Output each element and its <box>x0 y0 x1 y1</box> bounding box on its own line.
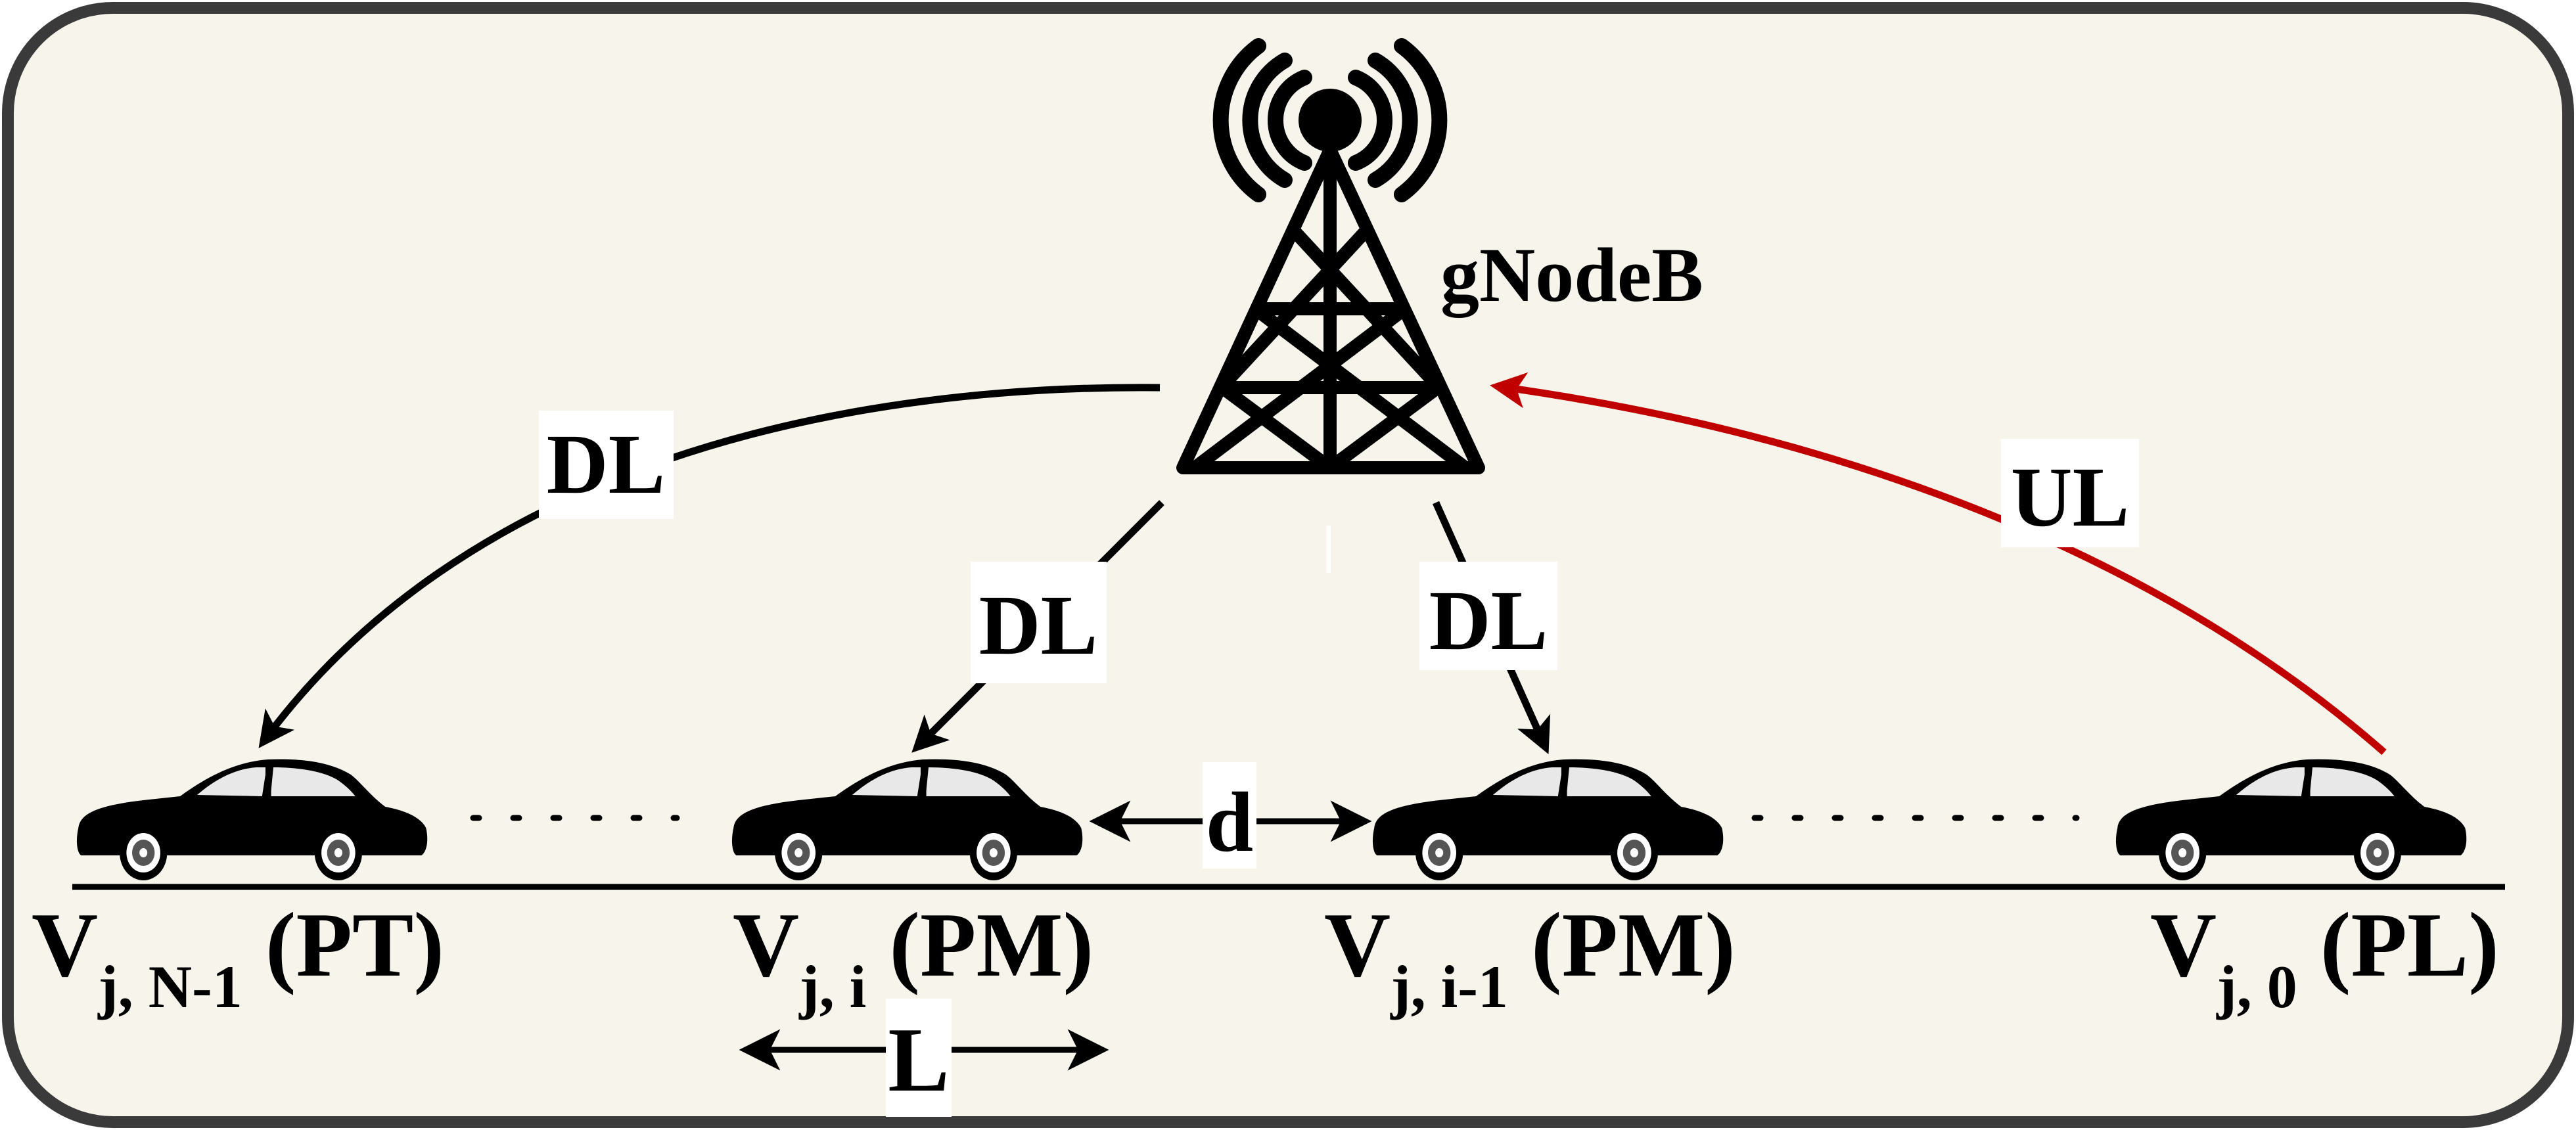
dl-left-label: DL <box>547 417 666 512</box>
gnodeb-label: gNodeB <box>1440 232 1703 318</box>
ul-right-arrow <box>1490 372 2387 756</box>
dl-mid-right-label-bg <box>1419 562 1557 670</box>
gap-d-label-bg <box>1203 762 1256 869</box>
ul-label-bg <box>2001 439 2139 547</box>
dl-mid-left-label-bg <box>971 562 1107 683</box>
dl-left-label-bg <box>539 411 674 519</box>
gap-d-label: d <box>1206 775 1253 870</box>
vehicle-label-pt: Vj, N-1 (PT) <box>32 894 444 1020</box>
dl-mid-right-label: DL <box>1429 574 1548 668</box>
vehicle-label-pl: Vj, 0 (PL) <box>2150 894 2499 1020</box>
length-l-label-bg <box>886 999 952 1117</box>
length-l-label: L <box>888 1009 949 1111</box>
dl-mid-left-label: DL <box>979 578 1098 673</box>
vehicle-label-pm-i: Vj, i (PM) <box>733 894 1093 1020</box>
ul-label: UL <box>2011 450 2130 545</box>
tower-divider <box>1326 526 1331 573</box>
cell-tower-icon <box>1176 38 1485 474</box>
vehicle-label-pm-i-1: Vj, i-1 (PM) <box>1324 894 1736 1020</box>
